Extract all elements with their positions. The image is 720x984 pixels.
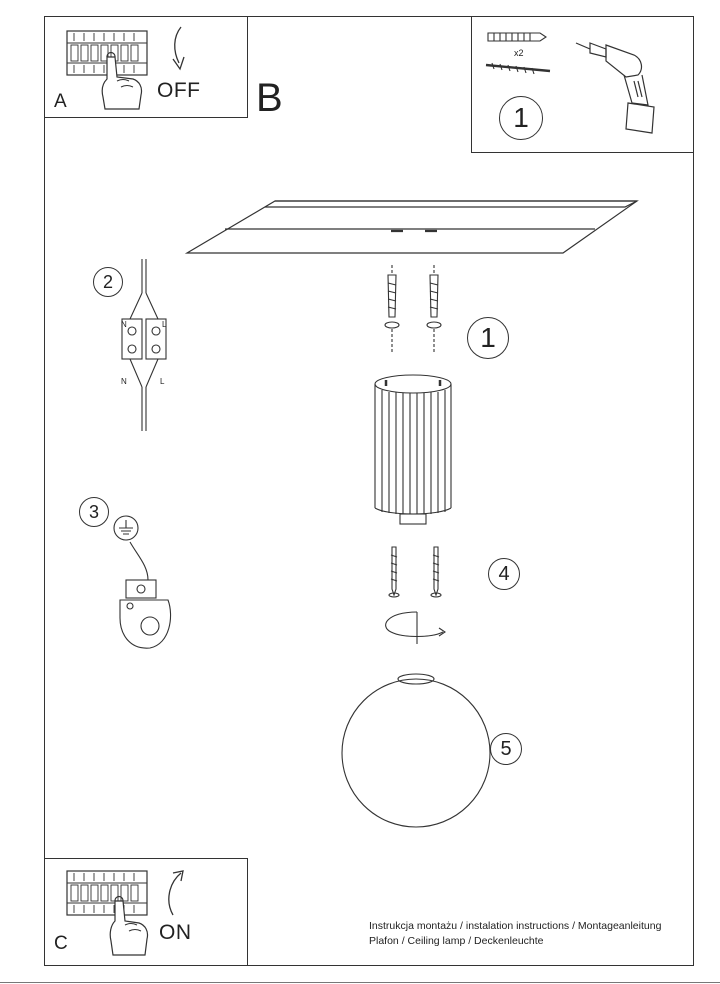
panel-a-breaker-off: A OFF bbox=[44, 16, 248, 118]
glass-shade bbox=[341, 673, 491, 828]
caption-line-1: Instrukcja montażu / instalation instruc… bbox=[369, 920, 662, 932]
ceiling-plate bbox=[184, 200, 639, 254]
wall-plug-icon bbox=[485, 32, 551, 75]
earth-terminal-icon bbox=[113, 515, 172, 649]
breaker-switch-icon bbox=[66, 870, 184, 956]
diagram-frame bbox=[44, 16, 694, 966]
mounting-screws-top bbox=[384, 265, 442, 353]
panel-c-breaker-on: C ON bbox=[44, 858, 248, 966]
wire-label-n-top: N bbox=[121, 320, 127, 329]
wire-label-l-top: L bbox=[162, 320, 167, 329]
panel-a-letter: A bbox=[54, 91, 67, 112]
mounting-screws-bottom bbox=[388, 546, 442, 598]
panel-b-letter: B bbox=[256, 76, 283, 120]
wiring-step-number: 2 bbox=[93, 267, 123, 297]
terminal-block bbox=[121, 259, 167, 431]
rotate-arrow-icon bbox=[385, 611, 446, 644]
panel-c-state: ON bbox=[159, 921, 192, 944]
drill-icon bbox=[575, 42, 655, 134]
tools-step-number: 1 bbox=[499, 96, 543, 140]
caption-line-2: Plafon / Ceiling lamp / Deckenleuchte bbox=[369, 935, 544, 947]
step-4-screws: 4 bbox=[488, 558, 520, 590]
earth-step-number: 3 bbox=[79, 497, 109, 527]
plug-count: x2 bbox=[514, 48, 524, 58]
bottom-border bbox=[0, 982, 720, 983]
panel-a-state: OFF bbox=[157, 79, 201, 102]
panel-c-letter: C bbox=[54, 933, 68, 954]
breaker-switch-icon bbox=[66, 26, 185, 110]
step-5-shade: 5 bbox=[490, 733, 522, 765]
wire-label-n-bottom: N bbox=[121, 377, 127, 386]
wire-label-l-bottom: L bbox=[160, 377, 165, 386]
panel-tools: x2 1 bbox=[471, 16, 694, 153]
step-1-mount: 1 bbox=[467, 317, 509, 359]
lamp-body bbox=[374, 374, 452, 525]
